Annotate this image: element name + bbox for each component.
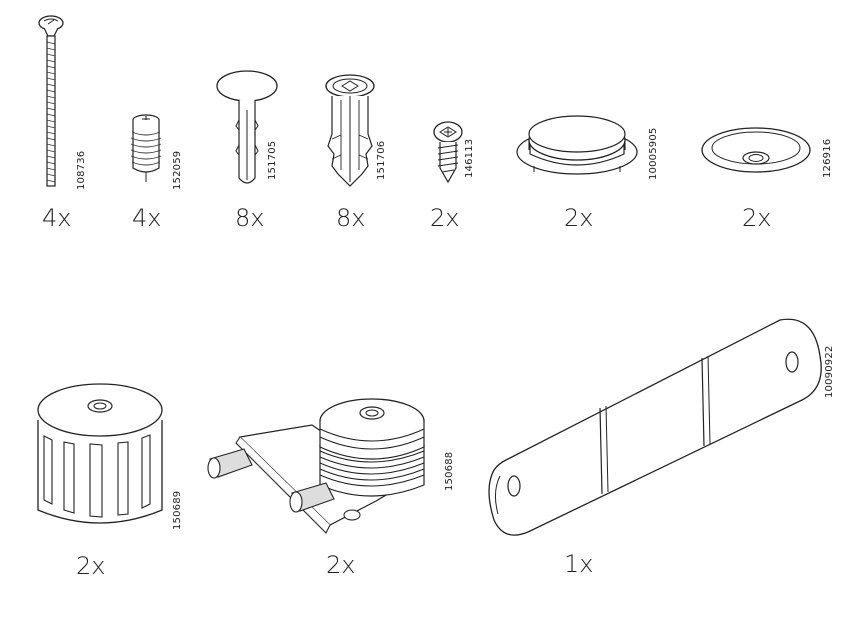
part-small-screw: 146113 2x — [420, 120, 490, 240]
knob-bracket-icon — [207, 398, 425, 534]
part-code: 10090922 — [824, 345, 835, 399]
part-quantity: 8x — [336, 204, 366, 232]
part-code: 151705 — [267, 140, 278, 180]
part-quantity: 1x — [564, 550, 594, 578]
part-code: 152059 — [172, 150, 183, 190]
connector-strip-icon — [488, 318, 822, 536]
part-quantity: 2x — [326, 551, 356, 579]
part-knob: 150689 2x — [30, 380, 190, 590]
ribbed-knob-icon — [37, 383, 163, 524]
threaded-insert-icon — [130, 114, 162, 182]
part-quantity: 8x — [235, 204, 265, 232]
part-code: 150689 — [172, 490, 183, 530]
part-code: 151706 — [376, 140, 387, 180]
part-dowel-anchor: 151706 8x — [320, 74, 400, 240]
part-quantity: 4x — [42, 204, 72, 232]
part-cap: 10005905 2x — [512, 110, 672, 240]
part-bolt: 108736 4x — [30, 8, 90, 238]
push-pin-icon — [216, 70, 278, 184]
wall-plug-icon — [325, 74, 375, 187]
part-quantity: 2x — [430, 204, 460, 232]
part-code: 146113 — [464, 138, 475, 178]
part-quantity: 4x — [132, 204, 162, 232]
round-cap-icon — [516, 115, 638, 175]
part-bracket: 150688 2x — [200, 385, 470, 590]
part-quantity: 2x — [76, 552, 106, 580]
part-code: 150688 — [444, 451, 455, 491]
part-strip: 10090922 1x — [480, 310, 850, 590]
cup-washer-icon — [701, 127, 811, 173]
part-quantity: 2x — [742, 204, 772, 232]
short-screw-icon — [433, 121, 463, 184]
part-washer: 126916 2x — [700, 124, 850, 240]
part-code: 108736 — [76, 150, 87, 190]
part-code: 10005905 — [648, 127, 659, 181]
part-barrel-nut: 152059 4x — [120, 110, 190, 240]
part-code: 126916 — [822, 138, 833, 178]
part-quantity: 2x — [564, 204, 594, 232]
long-bolt-icon — [38, 15, 64, 187]
part-push-pin: 151705 8x — [215, 70, 285, 240]
